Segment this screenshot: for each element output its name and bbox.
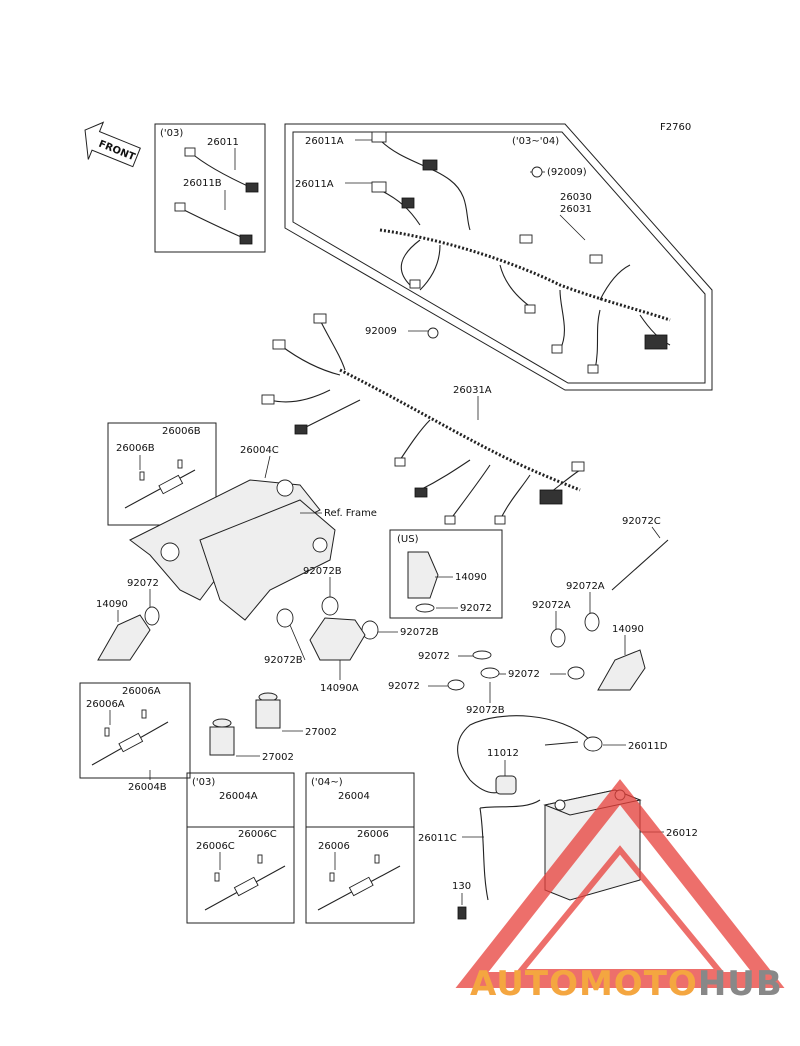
- cover-left-icon: [97, 614, 151, 661]
- part-92072-mid1: 92072: [418, 651, 450, 662]
- part-26011A-2: 26011A: [295, 179, 334, 190]
- box-harness: [284, 123, 713, 391]
- part-92072B-a: 92072B: [303, 566, 342, 577]
- front-arrow-icon: FRONT: [84, 121, 141, 168]
- part-14090-us: 14090: [455, 572, 487, 583]
- part-26006C-box: 26006C: [238, 829, 277, 840]
- bolt-icon: [531, 166, 543, 178]
- part-26006A: 26006A: [86, 699, 125, 710]
- box-26006A: [79, 682, 191, 779]
- part-26004C: 26004C: [240, 445, 279, 456]
- part-92072A-b: 92072A: [532, 600, 571, 611]
- part-92072A-a: 92072A: [566, 581, 605, 592]
- part-26011: 26011: [207, 137, 239, 148]
- part-92072-us: 92072: [460, 603, 492, 614]
- part-26006: 26006: [318, 841, 350, 852]
- watermark-text-a: AUTOMOTO: [470, 964, 698, 1004]
- part-26012: 26012: [666, 828, 698, 839]
- part-92072-mid2: 92072: [508, 669, 540, 680]
- part-26011C: 26011C: [418, 833, 457, 844]
- box-harness-label: ('03~'04): [512, 136, 559, 147]
- part-26031: 26031: [560, 204, 592, 215]
- fuse-cap-icon: [495, 775, 517, 795]
- part-26006A-box: 26006A: [122, 686, 161, 697]
- part-26004B: 26004B: [128, 782, 167, 793]
- part-26011B: 26011B: [183, 178, 222, 189]
- part-26004: 26004: [338, 791, 370, 802]
- part-92072B-d: 92072B: [466, 705, 505, 716]
- box-bottom-right-label: ('04~): [311, 777, 343, 788]
- part-92072B-c: 92072B: [264, 655, 303, 666]
- part-26011D: 26011D: [628, 741, 668, 752]
- cover-icon: [407, 551, 439, 599]
- part-26011A-1: 26011A: [305, 136, 344, 147]
- part-26006B-box: 26006B: [162, 426, 201, 437]
- part-26006C: 26006C: [196, 841, 235, 852]
- part-92072C: 92072C: [622, 516, 661, 527]
- watermark-text-b: HUB: [698, 964, 783, 1004]
- bolt-icon-3: [457, 906, 467, 920]
- automotohub-watermark-logo: [455, 779, 785, 988]
- box-us-label: (US): [397, 534, 419, 545]
- part-14090-left: 14090: [96, 599, 128, 610]
- cover-center-icon: [309, 617, 366, 661]
- part-14090A: 14090A: [320, 683, 359, 694]
- part-92072-left: 92072: [127, 578, 159, 589]
- part-26006B: 26006B: [116, 443, 155, 454]
- figure-code: F2760: [660, 122, 691, 133]
- svg-text:AUTOMOTOHUB: AUTOMOTOHUB: [470, 964, 783, 1004]
- relay-icon-2: [209, 718, 235, 756]
- part-26004A: 26004A: [219, 791, 258, 802]
- frame-icon: [129, 479, 336, 621]
- relay-icon-1: [255, 692, 281, 729]
- part-27002-a: 27002: [305, 727, 337, 738]
- box-top-left: [154, 123, 266, 253]
- part-92072-mid3: 92072: [388, 681, 420, 692]
- part-26031A: 26031A: [453, 385, 492, 396]
- part-14090-right: 14090: [612, 624, 644, 635]
- part-27002-b: 27002: [262, 752, 294, 763]
- part-26030: 26030: [560, 192, 592, 203]
- box-top-left-label: ('03): [160, 128, 183, 139]
- part-92009-paren: (92009): [547, 167, 587, 178]
- bolt-icon-2: [427, 327, 439, 339]
- cover-right-icon: [597, 649, 646, 691]
- box-us: [389, 529, 503, 619]
- box-bottom-left-label: ('03): [192, 777, 215, 788]
- part-26006-box: 26006: [357, 829, 389, 840]
- part-92072B-b: 92072B: [400, 627, 439, 638]
- ref-frame-label: Ref. Frame: [324, 508, 377, 519]
- part-11012: 11012: [487, 748, 519, 759]
- part-92009: 92009: [365, 326, 397, 337]
- part-130: 130: [452, 881, 471, 892]
